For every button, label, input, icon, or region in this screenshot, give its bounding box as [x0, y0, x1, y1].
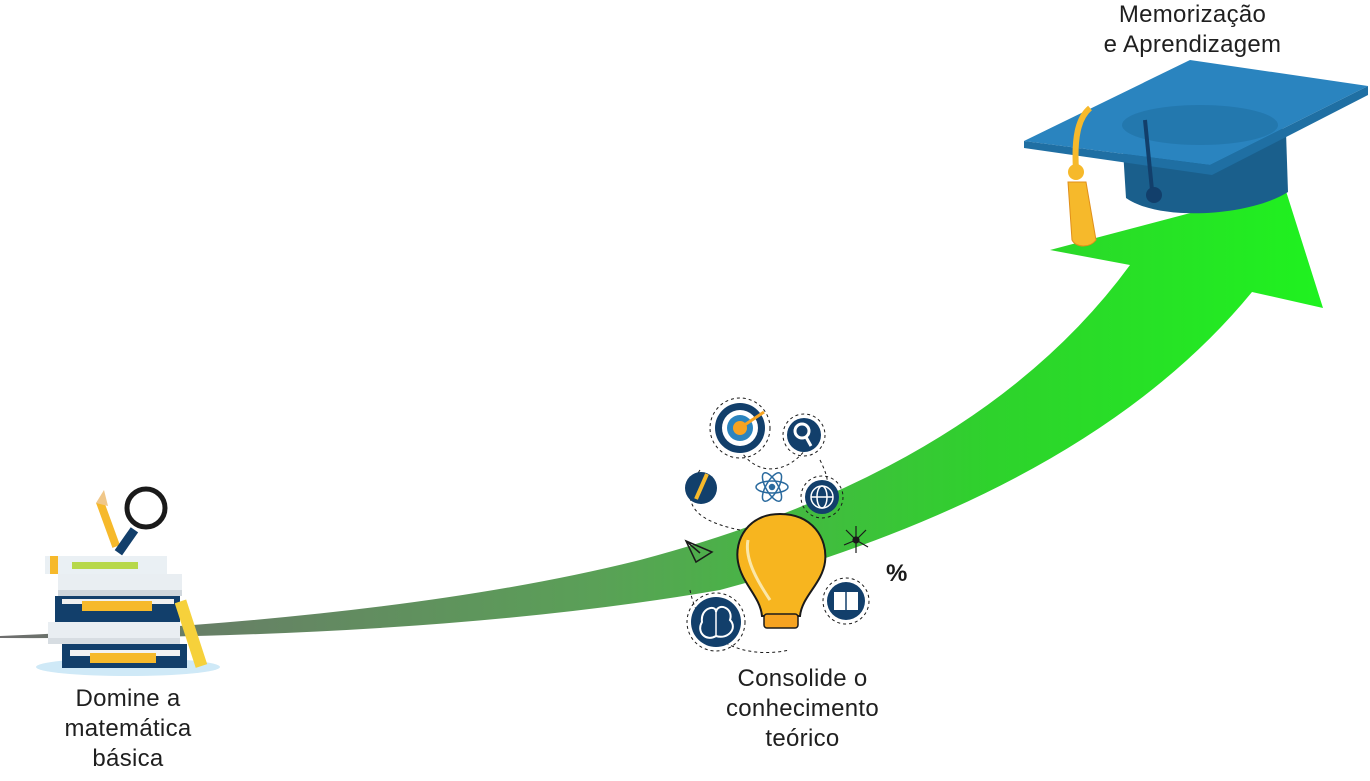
books-icon — [36, 486, 220, 676]
caption-line: Domine a — [75, 685, 181, 712]
caption-line: matemática — [64, 715, 192, 742]
caption-line: teórico — [765, 725, 840, 752]
caption-line: conhecimento — [725, 695, 880, 722]
caption-line: e Aprendizagem — [1103, 31, 1282, 58]
graduation-cap-icon — [1024, 60, 1368, 247]
target-icon — [709, 397, 771, 459]
caption-line: Consolide o — [737, 665, 868, 692]
network-icon — [843, 526, 869, 553]
stage-end-caption: Memorização e Aprendizagem — [1060, 0, 1325, 60]
globe-icon — [800, 475, 844, 519]
atom-icon — [755, 472, 789, 502]
caption-line: básica — [92, 745, 164, 772]
arrow-body — [0, 188, 1323, 639]
bulb-icon — [736, 512, 827, 629]
lightbulb-ideas-icon: % — [684, 397, 907, 653]
pencil-icon — [685, 472, 717, 504]
search-icon — [782, 413, 826, 457]
caption-line: Memorização — [1118, 1, 1267, 28]
book-icon — [822, 577, 870, 625]
stage-middle-caption: Consolide o conhecimento teórico — [690, 664, 915, 754]
percent-icon: % — [886, 560, 907, 587]
growth-arrow — [0, 188, 1323, 639]
stage-start-caption: Domine a matemática básica — [28, 684, 228, 774]
brain-icon — [686, 592, 746, 652]
paper-plane-icon — [684, 539, 714, 564]
